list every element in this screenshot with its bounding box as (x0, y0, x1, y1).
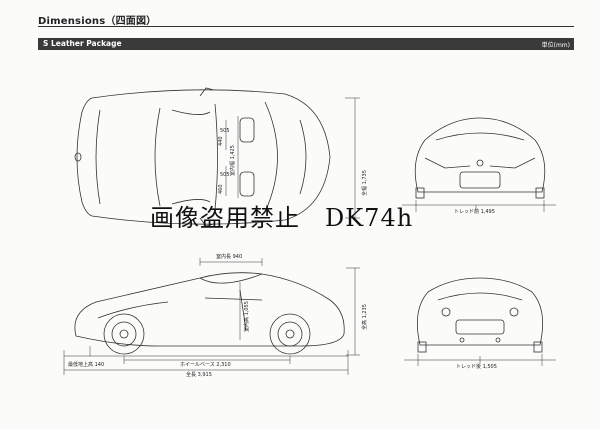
rear-view-dims (404, 354, 556, 366)
overall-length-label: 全長 3,915 (186, 371, 212, 378)
front-track-label: トレッド前 1,495 (454, 208, 495, 215)
side-view-car (74, 272, 345, 355)
cabin-width-label: 室内幅 1,425 (229, 145, 236, 176)
section-title: S Leather Package (43, 39, 122, 48)
ground-clearance-label: 最低地上高 140 (68, 361, 104, 368)
overall-height-label: 全高 1,235 (361, 304, 368, 330)
top-view-car (74, 87, 331, 227)
side-view-dims (63, 258, 360, 375)
title-divider (38, 26, 574, 27)
rear-seat-dim-b: 460 (218, 184, 224, 194)
front-view-car (414, 117, 546, 199)
rear-track-label: トレッド後 1,505 (456, 363, 497, 370)
rear-seat-dim-a: 505 (220, 172, 230, 178)
rear-view-car (416, 277, 544, 353)
front-view-dims (402, 200, 556, 212)
section-header-bar: S Leather Package 単位(mm) (38, 38, 574, 50)
cabin-length-label: 室内長 940 (216, 253, 242, 260)
overall-width-label: 全幅 1,735 (361, 170, 368, 196)
front-seat-dim-b: 440 (218, 136, 224, 146)
front-seat-dim-a: 505 (220, 128, 230, 134)
watermark: 画像盗用禁止 DK74h (150, 204, 414, 232)
page-title: Dimensions（四面図） (38, 16, 157, 27)
unit-label: 単位(mm) (541, 42, 570, 49)
top-view-dims (225, 97, 360, 219)
cabin-height-label: 室内高 1,055 (243, 301, 250, 332)
wheelbase-label: ホイールベース 2,310 (180, 362, 231, 368)
